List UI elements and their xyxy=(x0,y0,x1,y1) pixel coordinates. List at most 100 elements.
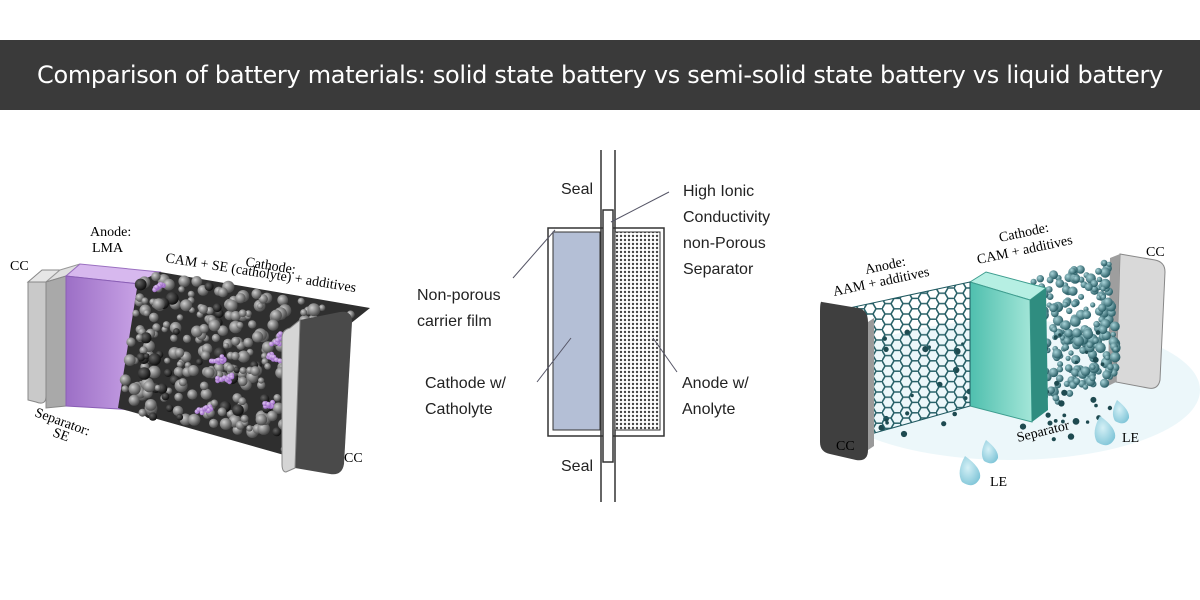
solid-state-diagram: CC Anode: LMA Cathode: CAM + SE (catholy… xyxy=(0,210,390,500)
cc-left-label: CC xyxy=(10,259,29,274)
particle xyxy=(238,309,247,318)
particle xyxy=(239,367,247,374)
semi-solid-diagram: Seal Seal High Ionic Conductivity non-Po… xyxy=(395,150,805,510)
particle xyxy=(1100,294,1106,300)
particle xyxy=(1090,364,1096,370)
particle xyxy=(219,417,232,430)
particle xyxy=(132,309,140,317)
liquid-battery-illustration: Cathode: CAM + additives Anode: AAM + ad… xyxy=(820,221,1200,490)
particle xyxy=(1051,326,1058,333)
cathode-block xyxy=(552,231,601,431)
particle xyxy=(1110,321,1120,332)
particle xyxy=(235,293,246,304)
particle xyxy=(165,292,179,305)
cc-right-label: CC xyxy=(344,451,363,466)
current-collector-left xyxy=(26,269,62,404)
separator-label-line4: Separator xyxy=(683,261,754,278)
particle xyxy=(164,357,171,364)
particle xyxy=(182,334,192,343)
particle xyxy=(212,303,222,313)
particle xyxy=(231,351,240,361)
particle xyxy=(1113,346,1119,353)
particle xyxy=(1053,335,1058,340)
particle xyxy=(1094,403,1098,408)
particle xyxy=(1095,330,1101,335)
particle xyxy=(1073,377,1081,385)
particle xyxy=(300,309,308,316)
particle xyxy=(121,385,129,393)
particle xyxy=(1074,360,1079,364)
particle xyxy=(1062,413,1067,418)
particle xyxy=(217,287,228,298)
particle xyxy=(209,418,219,428)
particle xyxy=(1060,320,1071,331)
particle xyxy=(187,365,199,376)
particle xyxy=(257,302,264,310)
particle xyxy=(1107,363,1114,371)
particle xyxy=(148,412,158,421)
particle xyxy=(180,299,193,312)
particle xyxy=(178,378,187,387)
particle xyxy=(188,413,201,426)
particle xyxy=(1093,320,1100,328)
particle xyxy=(1036,275,1044,283)
particle xyxy=(217,325,229,336)
anode-label-line1: Anode w/ xyxy=(682,375,749,392)
catholyte-bead xyxy=(199,410,205,416)
particle xyxy=(1049,304,1058,313)
seal-top-label: Seal xyxy=(561,181,593,198)
anode-block xyxy=(614,231,661,431)
particle xyxy=(198,304,208,314)
particle xyxy=(154,384,161,391)
le-left-label: LE xyxy=(990,475,1007,490)
particle xyxy=(1065,355,1071,361)
catholyte-bead xyxy=(269,341,274,347)
carrier-label-line1: Non-porous xyxy=(417,287,501,304)
particle xyxy=(170,334,178,342)
particle xyxy=(272,402,285,414)
particle xyxy=(119,374,131,386)
anode-label-line2: LMA xyxy=(92,241,124,256)
particle xyxy=(191,276,203,287)
particle xyxy=(1064,328,1074,338)
particle xyxy=(1051,437,1056,442)
cathode-label-line1: Cathode w/ xyxy=(425,375,506,392)
cc-left-label: CC xyxy=(836,439,855,454)
particle xyxy=(140,332,152,344)
particle xyxy=(257,380,266,390)
particle xyxy=(223,342,230,349)
particle xyxy=(1067,433,1075,440)
particle xyxy=(1073,335,1084,347)
particle xyxy=(1045,412,1051,418)
particle xyxy=(1082,384,1089,390)
particle xyxy=(1058,400,1065,407)
anode-label-line2: Anolyte xyxy=(682,401,735,418)
separator-label-line1: High Ionic xyxy=(683,183,754,200)
particle xyxy=(246,425,253,432)
drop-icon xyxy=(981,440,999,464)
particle xyxy=(134,278,147,291)
particle xyxy=(1084,350,1089,354)
particle xyxy=(208,319,221,332)
particle xyxy=(178,275,190,288)
particle xyxy=(1079,346,1087,354)
particle xyxy=(245,310,252,317)
particle xyxy=(1091,285,1098,293)
particle xyxy=(174,392,183,402)
particle xyxy=(233,366,240,374)
particle xyxy=(143,380,156,393)
particle xyxy=(952,411,957,417)
particle xyxy=(143,353,150,360)
particle xyxy=(1064,364,1073,372)
particle xyxy=(161,392,170,401)
particle xyxy=(204,282,214,291)
electrolyte-drops xyxy=(959,400,1130,486)
particle xyxy=(136,352,146,362)
particle xyxy=(1085,420,1090,424)
particle xyxy=(1063,337,1071,345)
particle xyxy=(243,337,254,348)
particle xyxy=(1054,380,1060,386)
particle xyxy=(174,348,185,358)
particle xyxy=(1089,374,1096,382)
drop-icon xyxy=(959,456,981,486)
